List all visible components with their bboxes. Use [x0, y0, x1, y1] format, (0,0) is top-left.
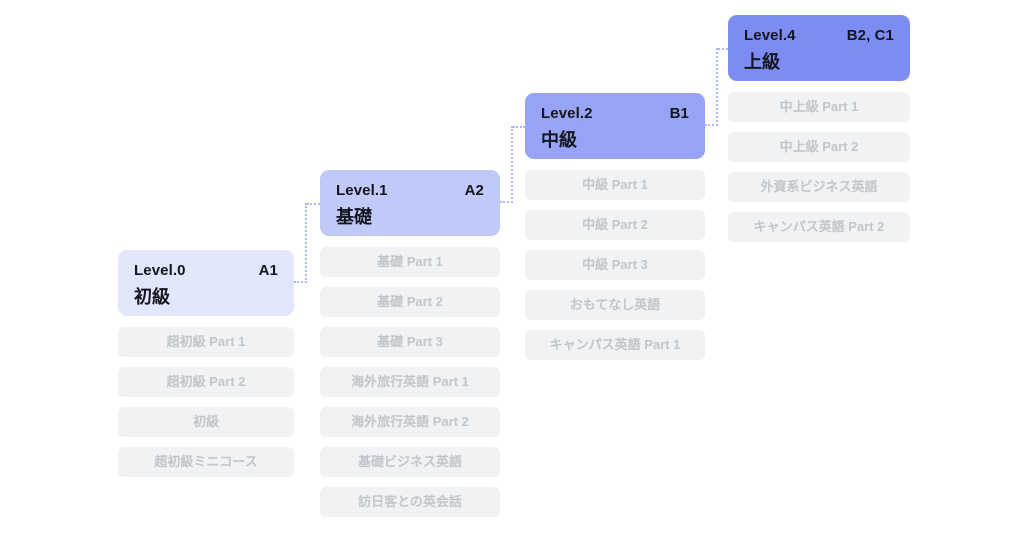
course-items-list: 超初級 Part 1 超初級 Part 2 初級超初級ミニコース: [118, 327, 294, 477]
course-item[interactable]: 基礎 Part 2: [320, 287, 500, 317]
course-item[interactable]: 超初級 Part 2: [118, 367, 294, 397]
cefr-badge: A2: [464, 182, 484, 199]
level-header-row: Level.4 B2, C1: [744, 27, 894, 44]
level-label: Level.4: [744, 27, 796, 44]
level-title: 基礎: [336, 207, 372, 227]
course-item[interactable]: キャンパス英語 Part 1: [525, 330, 705, 360]
connector-stub: [718, 48, 728, 50]
course-item[interactable]: 訪日客との英会話: [320, 487, 500, 517]
course-items-list: 中上級 Part 1 中上級 Part 2 外資系ビジネス英語キャンパス英語 Par…: [728, 92, 910, 242]
course-item[interactable]: 中上級 Part 2: [728, 132, 910, 162]
course-item[interactable]: 外資系ビジネス英語: [728, 172, 910, 202]
connector-elbow: [500, 126, 513, 203]
course-items-list: 中級 Part 1 中級 Part 2 中級 Part 3 おもてなし英語キャンパス英…: [525, 170, 705, 360]
course-items-list: 基礎 Part 1 基礎 Part 2 基礎 Part 3 海外旅行英語 Part 1…: [320, 247, 500, 517]
connector-elbow: [705, 48, 718, 126]
cefr-badge: B1: [669, 105, 689, 122]
level-column-level-4: Level.4 B2, C1 上級 中上級 Part 1 中上級 Part 2 外資…: [728, 15, 910, 252]
course-item[interactable]: 初級: [118, 407, 294, 437]
course-item[interactable]: 基礎ビジネス英語: [320, 447, 500, 477]
course-item[interactable]: 基礎 Part 3: [320, 327, 500, 357]
course-item[interactable]: おもてなし英語: [525, 290, 705, 320]
course-item[interactable]: 超初級 Part 1: [118, 327, 294, 357]
level-header-card-level-1[interactable]: Level.1 A2 基礎: [320, 170, 500, 236]
level-label: Level.0: [134, 262, 186, 279]
level-header-row: Level.2 B1: [541, 105, 689, 122]
level-header-card-level-4[interactable]: Level.4 B2, C1 上級: [728, 15, 910, 81]
connector-elbow: [294, 203, 307, 283]
course-item[interactable]: 中上級 Part 1: [728, 92, 910, 122]
level-header-card-level-2[interactable]: Level.2 B1 中級: [525, 93, 705, 159]
course-item[interactable]: 海外旅行英語 Part 1: [320, 367, 500, 397]
level-title: 中級: [541, 130, 577, 150]
connector-stub: [307, 203, 320, 205]
course-item[interactable]: 中級 Part 1: [525, 170, 705, 200]
level-column-level-0: Level.0 A1 初級 超初級 Part 1 超初級 Part 2 初級超初級ミ…: [118, 250, 294, 487]
level-header-row: Level.0 A1: [134, 262, 278, 279]
cefr-badge: A1: [258, 262, 278, 279]
level-header-card-level-0[interactable]: Level.0 A1 初級: [118, 250, 294, 316]
course-item[interactable]: 基礎 Part 1: [320, 247, 500, 277]
course-item[interactable]: 中級 Part 3: [525, 250, 705, 280]
cefr-badge: B2, C1: [846, 27, 894, 44]
level-label: Level.1: [336, 182, 388, 199]
connector-stub: [513, 126, 525, 128]
course-item[interactable]: キャンパス英語 Part 2: [728, 212, 910, 242]
course-item[interactable]: 超初級ミニコース: [118, 447, 294, 477]
level-title: 初級: [134, 287, 170, 307]
level-label: Level.2: [541, 105, 593, 122]
course-item[interactable]: 海外旅行英語 Part 2: [320, 407, 500, 437]
course-item[interactable]: 中級 Part 2: [525, 210, 705, 240]
level-title: 上級: [744, 52, 780, 72]
level-header-row: Level.1 A2: [336, 182, 484, 199]
